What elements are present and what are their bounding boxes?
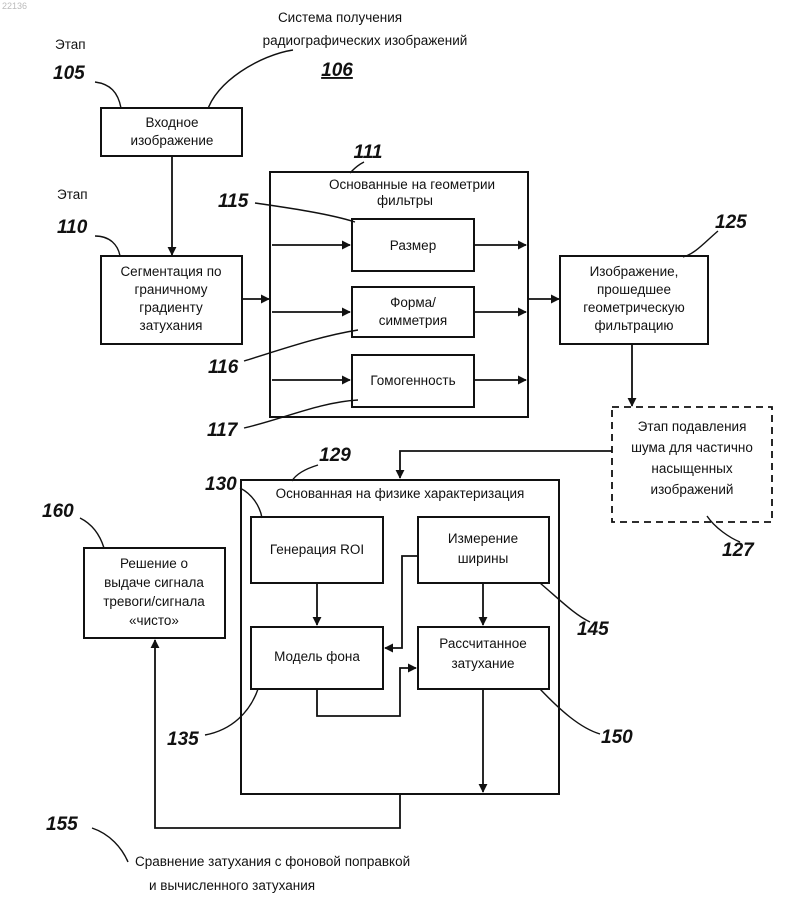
leader-130 [240, 488, 262, 518]
noise-line3: насыщенных [651, 461, 732, 476]
leader-135 [205, 689, 258, 735]
ref-129: 129 [319, 445, 351, 466]
calculated-attenuation-line1: Рассчитанное [439, 636, 526, 651]
ref-135: 135 [167, 729, 199, 750]
leader-150 [540, 689, 600, 734]
filtered-image-line3: геометрическую [583, 300, 684, 315]
decision-line2: выдаче сигнала [104, 575, 204, 590]
homogeneity-filter-label: Гомогенность [370, 373, 455, 388]
noise-line1: Этап подавления [638, 419, 747, 434]
comparison-line1: Сравнение затухания с фоновой поправкой [135, 854, 410, 869]
width-measurement-box [418, 517, 549, 583]
segmentation-line1: Сегментация по [120, 264, 221, 279]
segmentation-line2: граничному [134, 282, 207, 297]
arrow-width-to-background [385, 556, 418, 648]
shape-filter-line1: Форма/ [390, 295, 436, 310]
ref-105: 105 [53, 63, 85, 84]
ref-130: 130 [205, 474, 237, 495]
stage-label-105: Этап [55, 37, 86, 52]
stage-label-110: Этап [57, 187, 88, 202]
background-model-label: Модель фона [274, 649, 360, 664]
ref-125: 125 [715, 212, 747, 233]
filtered-image-line1: Изображение, [590, 264, 679, 279]
segmentation-line4: затухания [140, 318, 203, 333]
roi-generation-label: Генерация ROI [270, 542, 364, 557]
decision-line1: Решение о [120, 556, 188, 571]
ref-145: 145 [577, 619, 609, 640]
filtered-image-line2: прошедшее [597, 282, 671, 297]
noise-line4: изображений [651, 482, 734, 497]
calculated-attenuation-line2: затухание [451, 656, 514, 671]
comparison-line2: и вычисленного затухания [149, 878, 315, 893]
leader-110 [95, 236, 120, 256]
ref-127: 127 [722, 540, 755, 561]
decision-line3: тревоги/сигнала [103, 594, 205, 609]
leader-105 [95, 82, 121, 108]
geometry-group-title-line1: Основанные на геометрии [329, 177, 495, 192]
input-box-line1: Входное [145, 115, 198, 130]
physics-group-title: Основанная на физике характеризация [276, 486, 525, 501]
arrow-noise-to-physics [400, 451, 612, 478]
leader-145 [540, 583, 590, 622]
ref-111: 111 [354, 142, 383, 163]
ref-115: 115 [218, 191, 249, 212]
ref-110: 110 [57, 217, 88, 238]
width-measurement-line1: Измерение [448, 531, 518, 546]
document-stamp: 22136 [2, 1, 27, 11]
leader-129 [292, 465, 318, 481]
size-filter-label: Размер [390, 238, 436, 253]
input-box-line2: изображение [131, 133, 214, 148]
filtered-image-line4: фильтрацию [594, 318, 673, 333]
leader-160 [80, 518, 104, 548]
leader-106 [207, 50, 293, 112]
leader-116 [244, 330, 358, 361]
leader-155 [92, 828, 128, 862]
leader-125 [683, 231, 718, 257]
ref-106: 106 [321, 60, 353, 81]
leader-117 [244, 400, 358, 428]
ref-150: 150 [601, 727, 633, 748]
system-label-line2: радиографических изображений [263, 33, 468, 48]
decision-line4: «чисто» [129, 613, 179, 628]
geometry-group-title-line2: фильтры [377, 193, 433, 208]
ref-160: 160 [42, 501, 74, 522]
ref-155: 155 [46, 814, 78, 835]
system-label-line1: Система получения [278, 10, 402, 25]
shape-filter-line2: симметрия [379, 313, 447, 328]
width-measurement-line2: ширины [458, 551, 509, 566]
segmentation-line3: градиенту [139, 300, 203, 315]
ref-117: 117 [207, 420, 239, 441]
ref-116: 116 [208, 357, 239, 378]
noise-line2: шума для частично [631, 440, 753, 455]
